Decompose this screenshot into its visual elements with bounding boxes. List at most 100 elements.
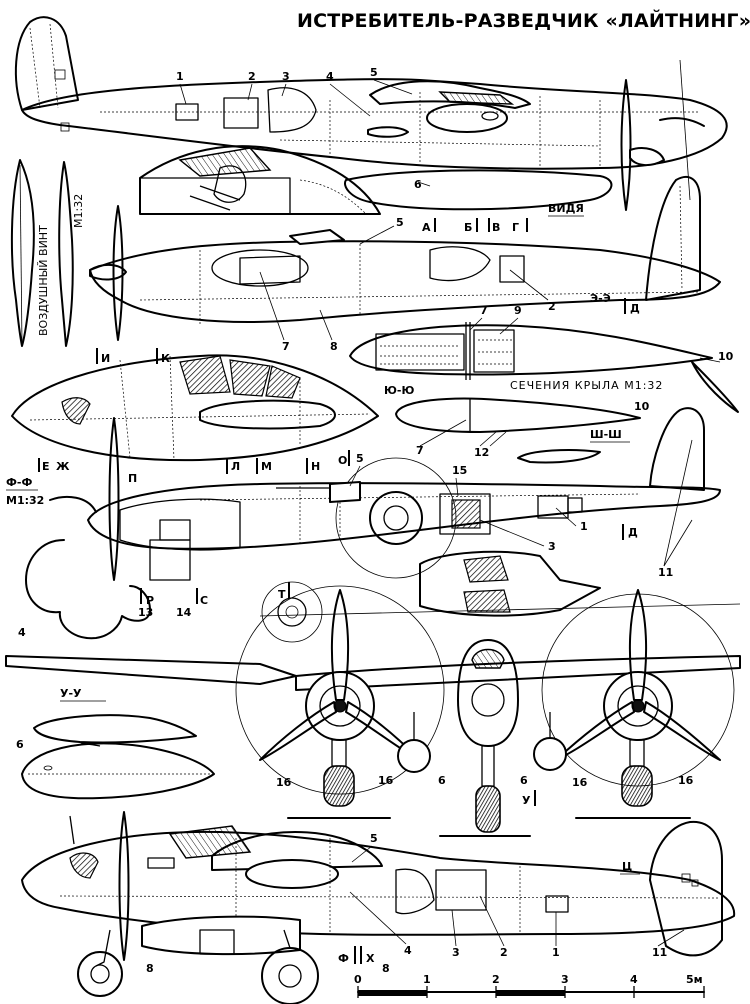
svg-text:Э-Э: Э-Э: [590, 292, 611, 305]
svg-text:9: 9: [514, 304, 522, 317]
scale-tick-4: 4: [630, 973, 638, 986]
svg-text:Ш-Ш: Ш-Ш: [590, 428, 622, 441]
section-uu: У-У 6: [16, 687, 215, 800]
svg-text:Ф: Ф: [338, 952, 349, 965]
svg-text:1: 1: [580, 520, 588, 533]
svg-text:7: 7: [416, 444, 424, 457]
scale-tick-2: 2: [492, 973, 500, 986]
svg-text:5: 5: [370, 66, 378, 79]
svg-text:12: 12: [474, 446, 489, 459]
svg-text:Ж: Ж: [56, 460, 70, 473]
cut-markers-plan: И К Е Ж: [38, 348, 170, 473]
bottom-side-view: [21, 811, 736, 1004]
callouts-front: 16 16 6 6 16 16 У: [276, 774, 694, 807]
svg-text:11: 11: [652, 946, 667, 959]
svg-text:Г: Г: [512, 221, 519, 234]
svg-text:Б: Б: [464, 221, 472, 234]
svg-text:Т: Т: [278, 588, 286, 601]
engine-cutaway-side-view: [87, 407, 721, 581]
page-title: ИСТРЕБИТЕЛЬ-РАЗВЕДЧИК «ЛАЙТНИНГ»: [297, 9, 750, 32]
scale-tick-3: 3: [561, 973, 569, 986]
svg-text:П: П: [128, 472, 137, 485]
svg-text:Л: Л: [231, 460, 240, 473]
svg-text:5: 5: [370, 832, 378, 845]
svg-text:16: 16: [572, 776, 588, 789]
svg-text:4: 4: [326, 70, 334, 83]
svg-text:Х: Х: [366, 952, 375, 965]
svg-text:5: 5: [356, 452, 364, 465]
scale-tick-5: 5м: [686, 973, 703, 986]
cockpit-inset: [139, 145, 381, 215]
nacelle-plan-view: [11, 354, 379, 462]
svg-text:6: 6: [520, 774, 528, 787]
svg-text:Е: Е: [42, 460, 50, 473]
svg-text:Н: Н: [311, 460, 320, 473]
svg-text:А: А: [422, 221, 431, 234]
callouts-bottom: 5 4 3 2 1 11 8 8 Ц Ф Х: [146, 832, 685, 975]
svg-text:15: 15: [452, 464, 467, 477]
callouts-second: 5 2 7 8 7 9: [259, 216, 556, 353]
wing-section-ee: 10: [349, 317, 739, 413]
top-side-view: [14, 16, 728, 211]
svg-text:16: 16: [678, 774, 694, 787]
second-side-view: [89, 175, 721, 341]
svg-text:7: 7: [282, 340, 290, 353]
svg-text:2: 2: [248, 70, 256, 83]
svg-text:Д: Д: [630, 302, 640, 315]
svg-text:5: 5: [396, 216, 404, 229]
scale-tick-0: 0: [354, 973, 362, 986]
svg-text:1: 1: [176, 70, 184, 83]
svg-text:8: 8: [146, 962, 154, 975]
section-ff: Ф-Ф М1:32 4: [6, 476, 151, 640]
svg-text:3: 3: [452, 946, 460, 959]
svg-text:6: 6: [414, 178, 422, 191]
svg-text:К: К: [161, 352, 170, 365]
svg-text:2: 2: [500, 946, 508, 959]
callouts-top: 1 2 3 4 5 6: [176, 66, 431, 191]
svg-text:1: 1: [552, 946, 560, 959]
svg-text:13: 13: [138, 606, 153, 619]
scale-tick-1: 1: [423, 973, 431, 986]
svg-text:Д: Д: [628, 526, 638, 539]
wing-section-shsh: Ш-Ш: [517, 428, 630, 464]
svg-text:16: 16: [276, 776, 292, 789]
svg-text:7: 7: [480, 304, 488, 317]
svg-text:Ц: Ц: [622, 860, 632, 873]
propeller-scale: М1:32: [72, 194, 85, 228]
svg-text:8: 8: [330, 340, 338, 353]
svg-text:16: 16: [378, 774, 394, 787]
svg-text:М1:32: М1:32: [6, 494, 44, 507]
cut-markers-row1: А Б В Г Д Э-Э: [422, 218, 640, 315]
svg-text:4: 4: [404, 944, 412, 957]
svg-text:6: 6: [16, 738, 24, 751]
svg-text:10: 10: [718, 350, 734, 363]
cut-markers-mid: Л М Н О П Р С Т Д: [128, 450, 638, 607]
svg-text:У: У: [522, 794, 531, 807]
svg-text:И: И: [101, 352, 110, 365]
svg-text:3: 3: [548, 540, 556, 553]
radiator-inset: [419, 550, 601, 617]
svg-text:С: С: [200, 594, 208, 607]
wing-sections-label: СЕЧЕНИЯ КРЫЛА М1:32: [510, 379, 663, 392]
wing-section-yuyu: Ю-Ю 10 7 12: [384, 384, 650, 459]
svg-text:8: 8: [382, 962, 390, 975]
svg-text:2: 2: [548, 300, 556, 313]
wing-left: [5, 655, 297, 685]
svg-text:М: М: [261, 460, 272, 473]
callouts-mid: 5 15 1 3 13 14 11: [138, 439, 693, 619]
scale-bar: 0 1 2 3 4 5м: [354, 973, 705, 998]
svg-text:У-У: У-У: [60, 687, 82, 700]
propeller-blade-drawing: ВОЗДУШНЫЙ ВИНТ М1:32: [10, 159, 85, 347]
svg-text:Ю-Ю: Ю-Ю: [384, 384, 414, 397]
svg-text:В: В: [492, 221, 500, 234]
view-label: ВИДЯ: [548, 202, 584, 215]
propeller-label: ВОЗДУШНЫЙ ВИНТ: [37, 225, 50, 336]
svg-text:6: 6: [438, 774, 446, 787]
svg-text:Ф-Ф: Ф-Ф: [6, 476, 32, 489]
svg-text:4: 4: [18, 626, 26, 639]
svg-text:3: 3: [282, 70, 290, 83]
svg-text:14: 14: [176, 606, 192, 619]
svg-text:О: О: [338, 454, 347, 467]
svg-text:10: 10: [634, 400, 650, 413]
